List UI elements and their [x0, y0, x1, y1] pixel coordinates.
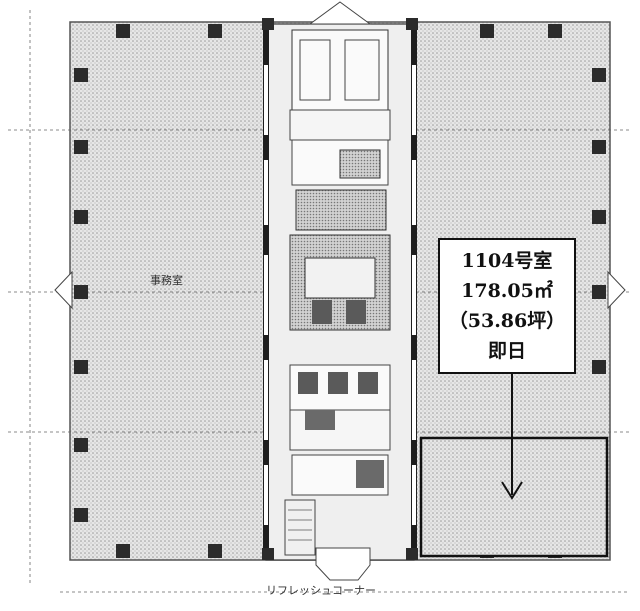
refresh-corner-label: リフレッシュコーナー — [266, 584, 376, 597]
top-entrance — [308, 1, 372, 25]
right-entrance — [607, 270, 626, 310]
core-stair — [284, 499, 316, 556]
elevator-hall-sign — [295, 189, 387, 231]
area-tsubo: （53.86坪） — [448, 310, 566, 332]
bottom-entrance — [315, 547, 371, 581]
area-m2: 178.05㎡ — [461, 280, 553, 302]
room-number: 1104号室 — [461, 250, 553, 272]
arrow-head — [501, 481, 523, 500]
availability: 即日 — [487, 340, 526, 362]
left-entrance — [54, 270, 73, 310]
unit-info-callout: 1104号室 178.05㎡ （53.86坪） 即日 — [438, 238, 576, 374]
core-room-top — [291, 29, 389, 111]
unit-1104-outline — [419, 436, 609, 558]
core-room-2 — [289, 109, 391, 141]
left-room-label: 事務室 — [150, 274, 183, 287]
left-office-area — [74, 26, 266, 556]
